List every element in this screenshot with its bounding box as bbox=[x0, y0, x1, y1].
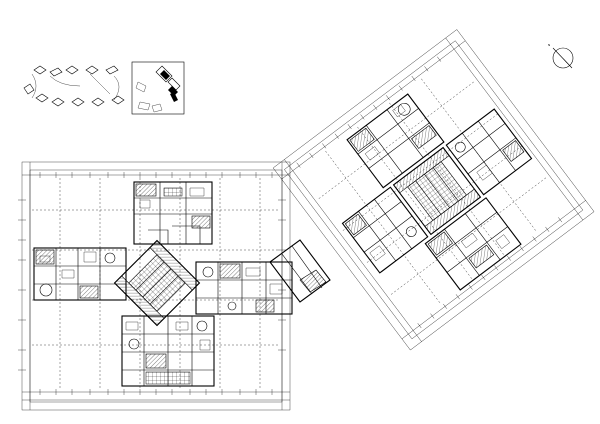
north-label: N bbox=[548, 43, 550, 47]
key-plan-thumbnail-1 bbox=[23, 65, 125, 107]
key-plan-legend bbox=[23, 61, 185, 115]
right-building-plan bbox=[272, 29, 595, 351]
building-connector bbox=[269, 239, 331, 303]
key-plan-thumbnail-2 bbox=[131, 61, 185, 115]
north-arrow: N bbox=[548, 43, 574, 69]
left-building-plan bbox=[18, 161, 293, 411]
